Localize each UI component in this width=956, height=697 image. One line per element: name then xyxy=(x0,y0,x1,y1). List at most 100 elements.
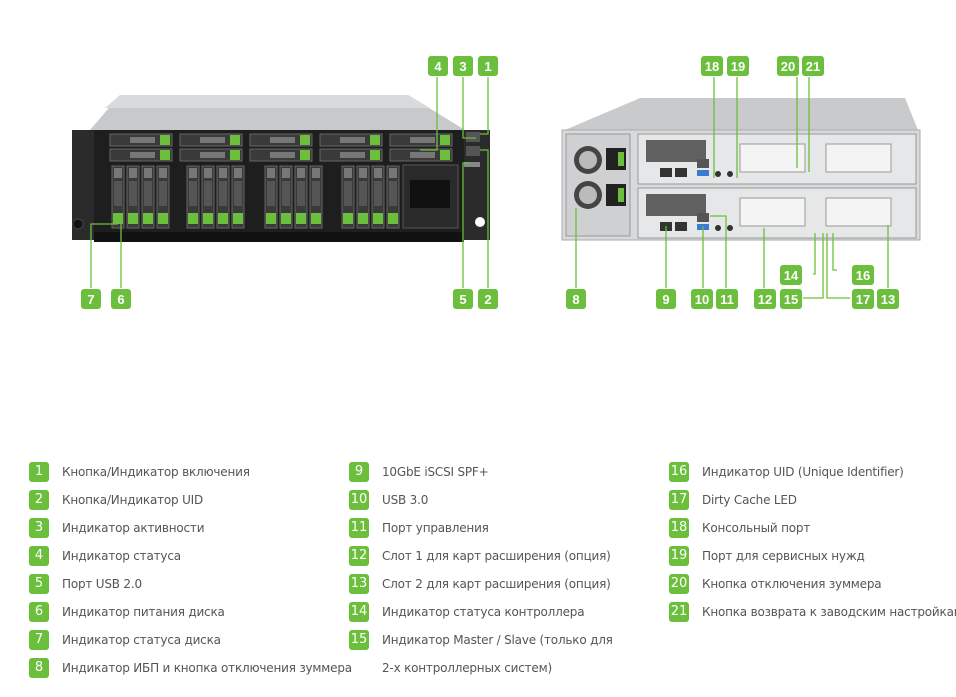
callout-11: 11 xyxy=(716,289,738,309)
drive-tray xyxy=(156,165,170,229)
drive-led xyxy=(370,150,380,160)
drive-led xyxy=(233,213,243,224)
drive-led xyxy=(160,135,170,145)
legend-text: Слот 1 для карт расширения (опция) xyxy=(382,549,611,563)
legend-text: USB 3.0 xyxy=(382,493,429,507)
drive-tray xyxy=(216,165,230,229)
rear-view xyxy=(561,98,921,241)
legend-number-badge: 10 xyxy=(349,490,369,510)
callout-9: 9 xyxy=(656,289,676,309)
callout-4: 4 xyxy=(428,56,448,76)
callout-5: 5 xyxy=(453,289,473,309)
drive-tray xyxy=(249,148,313,162)
drive-tray xyxy=(279,165,293,229)
legend-number-badge: 1 xyxy=(29,462,49,482)
callout-2: 2 xyxy=(478,289,498,309)
callout-label: 16 xyxy=(856,268,870,283)
drive-tray xyxy=(341,165,355,229)
callout-12: 12 xyxy=(754,289,776,309)
legend-text: Кнопка/Индикатор включения xyxy=(62,465,250,479)
legend-number-badge: 16 xyxy=(669,462,689,482)
legend-text: Порт для сервисных нужд xyxy=(702,549,865,563)
callout-label: 11 xyxy=(720,292,734,307)
drive-led xyxy=(281,213,291,224)
callout-label: 12 xyxy=(758,292,772,307)
legend-item: 7 Индикатор статуса диска xyxy=(29,630,352,658)
legend-text: Индикатор статуса диска xyxy=(62,633,221,647)
drive-tray xyxy=(111,165,125,229)
drive-tray xyxy=(319,133,383,147)
callout-label: 7 xyxy=(87,292,94,307)
drive-led xyxy=(128,213,138,224)
drive-tray xyxy=(109,148,173,162)
callout-label: 6 xyxy=(117,292,124,307)
front-view xyxy=(72,95,490,242)
drive-led xyxy=(143,213,153,224)
drive-tray xyxy=(186,165,200,229)
legend-number-badge: 4 xyxy=(29,546,49,566)
legend-number-badge: 18 xyxy=(669,518,689,538)
callout-19: 19 xyxy=(727,56,749,76)
callout-3: 3 xyxy=(453,56,473,76)
callout-label: 17 xyxy=(856,292,870,307)
callout-leader-lines xyxy=(90,77,889,299)
drive-tray xyxy=(356,165,370,229)
callout-label: 19 xyxy=(731,59,745,74)
legend-number-badge: 21 xyxy=(669,602,689,622)
legend-text: Кнопка/Индикатор UID xyxy=(62,493,204,507)
callout-13: 13 xyxy=(877,289,899,309)
legend-number-badge: 15 xyxy=(349,630,369,650)
callout-label: 21 xyxy=(806,59,820,74)
drive-tray xyxy=(264,165,278,229)
legend-text: Индикатор активности xyxy=(62,521,205,535)
callout-1: 1 xyxy=(478,56,498,76)
drive-led xyxy=(160,150,170,160)
legend-text: Индикатор статуса xyxy=(62,549,181,563)
legend-text: Порт управления xyxy=(382,521,489,535)
legend-text: Индикатор Master / Slave (только для 2-х… xyxy=(382,633,613,675)
callout-label: 8 xyxy=(572,292,579,307)
callout-6: 6 xyxy=(111,289,131,309)
legend-item: 4 Индикатор статуса xyxy=(29,546,352,574)
drive-tray xyxy=(389,148,453,162)
drive-tray xyxy=(201,165,215,229)
legend-text: Индикатор статуса контроллера xyxy=(382,605,585,619)
callout-label: 13 xyxy=(881,292,895,307)
legend-number-badge: 7 xyxy=(29,630,49,650)
drive-led xyxy=(300,150,310,160)
callout-label: 2 xyxy=(484,292,491,307)
drive-led xyxy=(230,150,240,160)
drive-led xyxy=(343,213,353,224)
callout-label: 10 xyxy=(695,292,709,307)
drive-tray xyxy=(231,165,245,229)
legend-text: Порт USB 2.0 xyxy=(62,577,142,591)
drive-tray xyxy=(126,165,140,229)
legend-number-badge: 6 xyxy=(29,602,49,622)
drive-led xyxy=(370,135,380,145)
callout-10: 10 xyxy=(691,289,713,309)
callout-8: 8 xyxy=(566,289,586,309)
legend-text: Индикатор питания диска xyxy=(62,605,225,619)
legend-number-badge: 17 xyxy=(669,490,689,510)
drive-tray xyxy=(389,133,453,147)
server-diagram: 4 3 1 7 6 5 2 18 19 20 21 8 9 10 11 12 1… xyxy=(72,56,921,309)
drive-tray xyxy=(179,148,243,162)
bottom-drive-bays xyxy=(111,165,400,229)
drive-led xyxy=(230,135,240,145)
callout-label: 3 xyxy=(459,59,466,74)
drive-tray xyxy=(179,133,243,147)
drive-led xyxy=(113,213,123,224)
legend-text: Индикатор ИБП и кнопка отключения зуммер… xyxy=(62,661,352,675)
legend-text: Индикатор UID (Unique Identifier) xyxy=(702,465,904,479)
